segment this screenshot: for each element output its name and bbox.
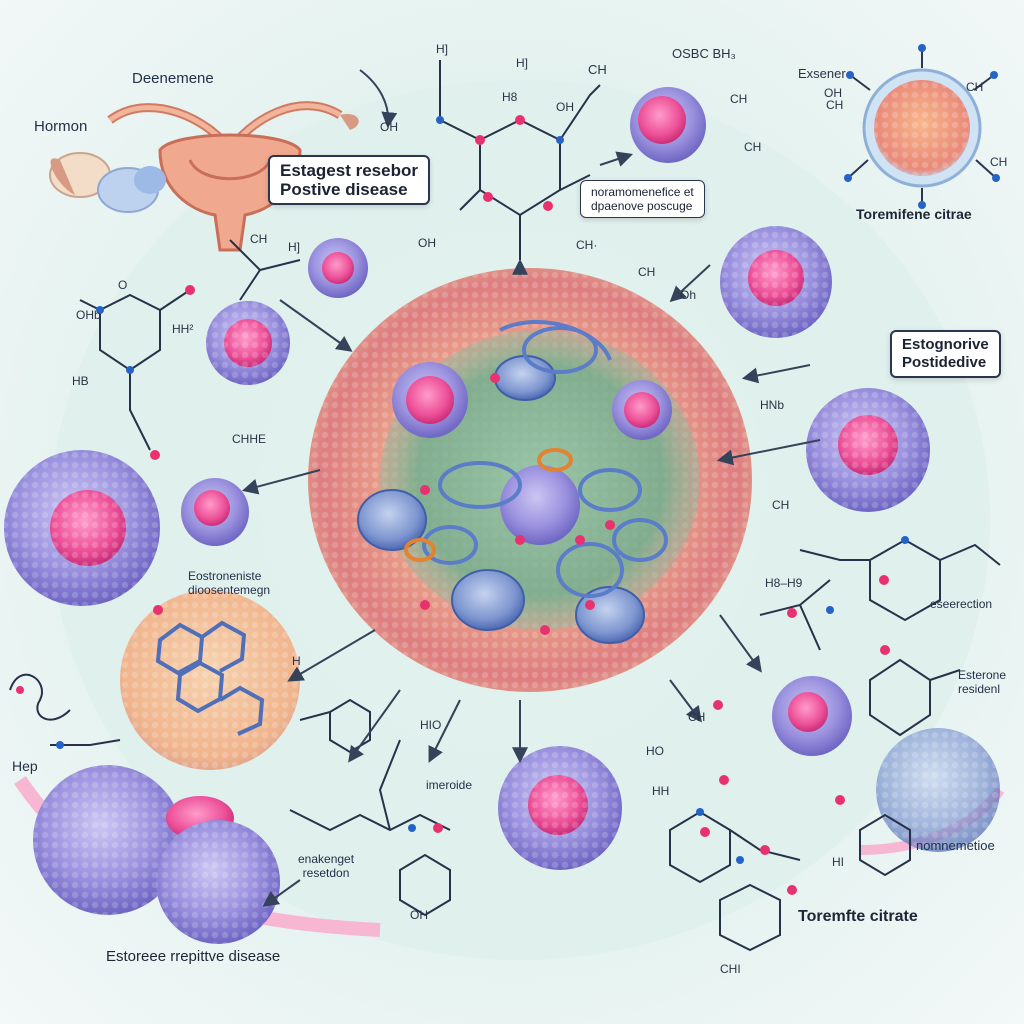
cell-right-mid: [806, 388, 930, 512]
normone-box: noramomenefice et dpaenove poscuge: [580, 180, 705, 218]
frag-14: CH: [638, 265, 656, 279]
cell-top-center: [630, 87, 706, 163]
frag-35: CH: [744, 140, 762, 154]
frag-10: H8: [502, 90, 518, 104]
cell-bottom-center: [498, 746, 622, 870]
enakenget-line1: enakenget: [298, 852, 355, 866]
frag-4: OSBC BH₃: [672, 46, 736, 61]
estagest-box: Estagest resebor Postive disease: [268, 155, 430, 205]
frag-27: H: [292, 654, 301, 668]
estognorive-line2: Postidedive: [902, 354, 987, 371]
frag-5: Exsener: [798, 66, 846, 81]
frag-33: CH: [688, 710, 706, 724]
estroneric-line2: dioosentemegn: [188, 583, 271, 597]
enakenget-line2: resetdon: [302, 866, 350, 880]
arrows: [241, 69, 821, 907]
atom-dots: [16, 115, 909, 895]
frag-29: CHI: [720, 962, 741, 976]
cell-cluster-bottom-left: [33, 765, 280, 944]
frag-13: CH·: [576, 238, 598, 252]
frag-16: Oh: [680, 288, 697, 302]
cell-small-top: [308, 238, 368, 298]
estognorive-box: Estognorive Postidedive: [890, 330, 1001, 378]
hep-label: Hep: [12, 758, 38, 774]
frag-17: HH²: [172, 322, 194, 336]
estroneric-line1: Eostroneniste: [188, 569, 262, 583]
normone-line1: noramomenefice et: [591, 185, 694, 199]
frag-30: OH: [410, 908, 428, 922]
normone-line2: dpaenove poscuge: [591, 199, 693, 213]
toremifene-cell: [844, 44, 1000, 209]
esterone-line1: Esterone: [958, 668, 1007, 682]
toremifene-top-label: Toremifene citrae: [856, 206, 972, 222]
frag-23: H8–H9: [765, 576, 803, 590]
frag-20: H]: [288, 240, 300, 254]
frag-22: CH: [772, 498, 790, 512]
cell-left-small: [181, 478, 249, 546]
cell-right-bottom: [876, 728, 1000, 852]
hormone-top-label: Deenemene: [132, 70, 214, 87]
estagest-line2: Postive disease: [280, 180, 408, 199]
cell-right-upper: [720, 226, 832, 338]
frag-2: H]: [516, 56, 528, 70]
frag-32: CHHE: [232, 432, 267, 446]
frag-15: CH: [826, 98, 844, 112]
cell-peach-left: [120, 590, 300, 770]
toremfte-bottom-label: Toremfte citrate: [798, 908, 918, 925]
cell-left-upper: [206, 301, 290, 385]
frag-11: CH: [990, 155, 1008, 169]
cell-left-large: [4, 450, 160, 606]
central-cell: [308, 268, 752, 692]
frag-9: CH: [730, 92, 748, 106]
estroneric-label: Eostroneniste dioosentemegn: [188, 569, 270, 597]
hormone-left-label: Hormon: [34, 118, 88, 135]
frag-26: HH: [652, 784, 670, 798]
frag-36: OH: [556, 100, 574, 114]
frag-24: HIO: [420, 718, 442, 732]
frag-19: HB: [72, 374, 89, 388]
frag-21: HNb: [760, 398, 785, 412]
frag-6: OH: [824, 86, 842, 100]
frag-3: OH: [380, 120, 398, 134]
frag-18: OHb: [76, 308, 101, 322]
frag-31: O: [118, 278, 128, 292]
frag-8: OH: [418, 236, 436, 250]
frag-1: H]: [436, 42, 448, 56]
estoreee-bottom-label: Estoreee rrepittve disease: [106, 948, 281, 965]
eseerection-label: eseerection: [930, 597, 993, 611]
frag-25: HO: [646, 744, 664, 758]
frag-34: CH: [966, 80, 984, 94]
frag-7: CH: [588, 62, 607, 77]
estagest-line1: Estagest resebor: [280, 161, 418, 180]
frag-28: HI: [832, 855, 844, 869]
esterone-line2: residenl: [958, 682, 1001, 696]
nomnemetioe-label: nomnemetioe: [916, 838, 995, 853]
imeroide-label: imeroide: [426, 778, 473, 792]
enakenget-label: enakenget resetdon: [298, 852, 354, 880]
cell-right-lower: [772, 676, 852, 756]
frag-12: CH: [250, 232, 268, 246]
uterus-illustration: [49, 101, 359, 252]
estognorive-line1: Estognorive: [902, 336, 989, 353]
esterone-residenl-label: Esterone residenl: [958, 668, 1006, 696]
